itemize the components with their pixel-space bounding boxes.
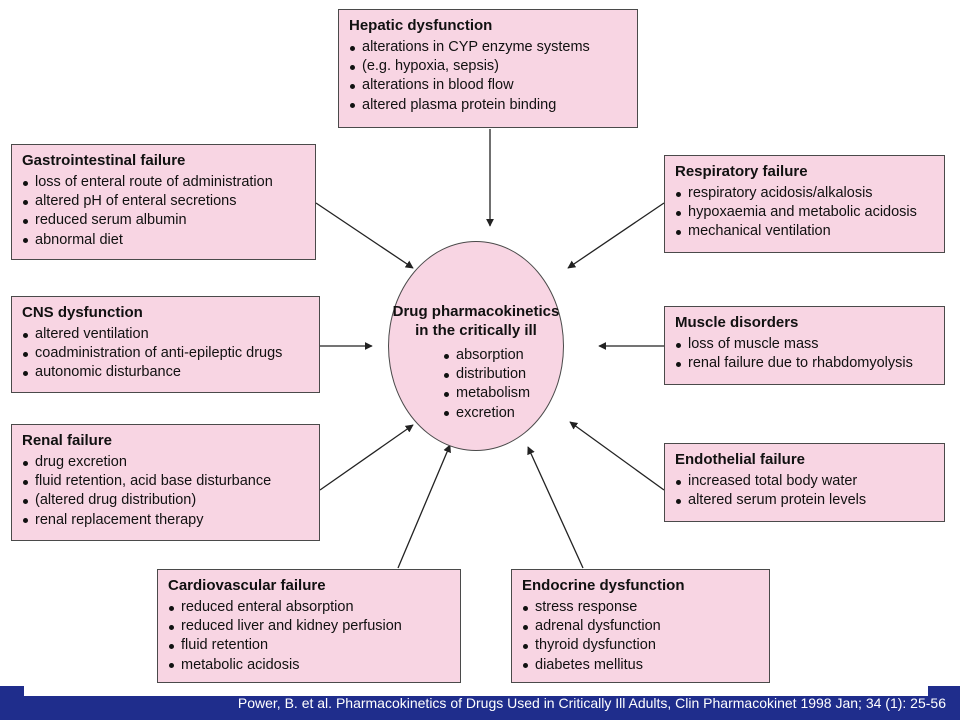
box-item: diabetes mellitus <box>522 656 759 675</box>
box-item: coadministration of anti-epileptic drugs <box>22 344 309 363</box>
box-item: autonomic disturbance <box>22 363 309 382</box>
box-item: reduced serum albumin <box>22 211 305 230</box>
box-hepatic-dysfunction: Hepatic dysfunction alterations in CYP e… <box>338 9 638 128</box>
box-list: drug excretion fluid retention, acid bas… <box>22 453 309 530</box>
box-respiratory-failure: Respiratory failure respiratory acidosis… <box>664 155 945 253</box>
box-list: altered ventilation coadministration of … <box>22 325 309 383</box>
box-title: Cardiovascular failure <box>168 577 326 594</box>
center-node-pharmacokinetics: Drug pharmacokinetics in the critically … <box>388 241 564 451</box>
footer-citation: Power, B. et al. Pharmacokinetics of Dru… <box>237 695 946 711</box>
box-muscle-disorders: Muscle disorders loss of muscle mass ren… <box>664 306 945 385</box>
box-endocrine-dysfunction: Endocrine dysfunction stress response ad… <box>511 569 770 683</box>
arrow-endocrine <box>527 446 584 569</box>
box-item: altered plasma protein binding <box>349 96 627 115</box>
box-item: adrenal dysfunction <box>522 617 759 636</box>
box-gastrointestinal-failure: Gastrointestinal failure loss of enteral… <box>11 144 316 260</box>
box-item: respiratory acidosis/alkalosis <box>675 184 934 203</box>
box-item: increased total body water <box>675 472 934 491</box>
center-title-line1: Drug pharmacokinetics <box>392 303 560 320</box>
box-title: Endocrine dysfunction <box>522 577 685 594</box>
center-item: distribution <box>443 365 530 384</box>
arrow-renal <box>319 424 414 491</box>
box-title: Hepatic dysfunction <box>349 17 493 34</box>
box-item: alterations in blood flow <box>349 76 627 95</box>
box-item: stress response <box>522 598 759 617</box>
center-item: excretion <box>443 404 530 423</box>
box-item: fluid retention, acid base disturbance <box>22 472 309 491</box>
center-item: metabolism <box>443 384 530 403</box>
box-cardiovascular-failure: Cardiovascular failure reduced enteral a… <box>157 569 461 683</box>
box-item: altered pH of enteral secretions <box>22 192 305 211</box>
box-endothelial-failure: Endothelial failure increased total body… <box>664 443 945 522</box>
box-item: mechanical ventilation <box>675 222 934 241</box>
box-item: drug excretion <box>22 453 309 472</box>
center-item: absorption <box>443 346 530 365</box>
arrow-respiratory <box>567 202 665 269</box>
box-item: abnormal diet <box>22 231 305 250</box>
box-item: renal failure due to rhabdomyolysis <box>675 354 934 373</box>
box-item: loss of muscle mass <box>675 335 934 354</box>
footer-bar: Power, B. et al. Pharmacokinetics of Dru… <box>0 686 960 720</box>
box-item: metabolic acidosis <box>168 656 450 675</box>
box-item: hypoxaemia and metabolic acidosis <box>675 203 934 222</box>
box-title: Endothelial failure <box>675 451 806 468</box>
box-item: fluid retention <box>168 636 450 655</box>
box-item: alterations in CYP enzyme systems <box>349 38 627 57</box>
box-item: (e.g. hypoxia, sepsis) <box>349 57 627 76</box>
box-list: increased total body water altered serum… <box>675 472 934 510</box>
box-title: Respiratory failure <box>675 163 808 180</box>
box-list: reduced enteral absorption reduced liver… <box>168 598 450 675</box>
box-title: Renal failure <box>22 432 113 449</box>
box-item: reduced liver and kidney perfusion <box>168 617 450 636</box>
box-item: loss of enteral route of administration <box>22 173 305 192</box>
center-title-line2: in the critically ill <box>415 322 537 339</box>
box-item: reduced enteral absorption <box>168 598 450 617</box>
footer-inner-strip <box>24 686 928 696</box>
box-title: Gastrointestinal failure <box>22 152 186 169</box>
box-list: alterations in CYP enzyme systems (e.g. … <box>349 38 627 115</box>
box-cns-dysfunction: CNS dysfunction altered ventilation coad… <box>11 296 320 393</box>
box-item: thyroid dysfunction <box>522 636 759 655</box>
center-title: Drug pharmacokinetics in the critically … <box>389 302 563 340</box>
box-item: altered serum protein levels <box>675 491 934 510</box>
arrow-gastrointestinal <box>315 202 414 269</box>
arrow-cardiovascular <box>397 444 451 569</box>
box-title: CNS dysfunction <box>22 304 143 321</box>
arrow-endothelial <box>569 421 665 491</box>
center-list: absorption distribution metabolism excre… <box>443 346 530 423</box>
box-renal-failure: Renal failure drug excretion fluid reten… <box>11 424 320 541</box>
box-list: stress response adrenal dysfunction thyr… <box>522 598 759 675</box>
box-item: altered ventilation <box>22 325 309 344</box>
box-title: Muscle disorders <box>675 314 799 331</box>
box-item: (altered drug distribution) <box>22 491 309 510</box>
box-list: respiratory acidosis/alkalosis hypoxaemi… <box>675 184 934 242</box>
box-list: loss of muscle mass renal failure due to… <box>675 335 934 373</box>
box-list: loss of enteral route of administration … <box>22 173 305 250</box>
box-item: renal replacement therapy <box>22 511 309 530</box>
